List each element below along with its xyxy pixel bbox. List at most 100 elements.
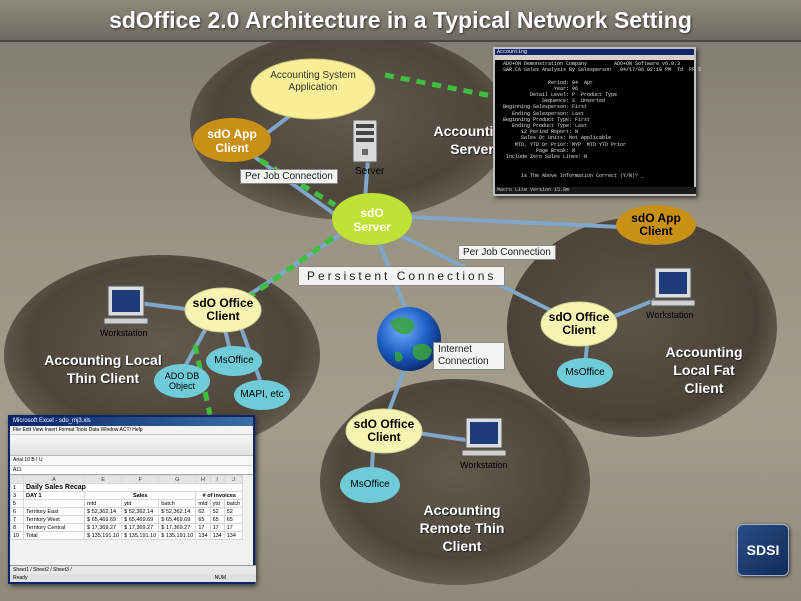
total-cell: 134: [223, 531, 244, 540]
excel-title: Microsoft Excel - sdo_mj3.xls: [10, 417, 253, 426]
data-cell: 52: [209, 507, 225, 516]
link-fat-workstation: [609, 298, 656, 320]
data-cell: 65: [195, 515, 211, 524]
excel-font-bar[interactable]: Arial 10 B I U: [10, 456, 253, 466]
dashed-sdoapp-server: [258, 157, 337, 208]
col-batch: batch: [158, 499, 197, 508]
per-job-connection-label-2: Per Job Connection: [458, 245, 556, 260]
page-title: sdOffice 2.0 Architecture in a Typical N…: [0, 0, 801, 42]
dashed-accounting-dos: [384, 72, 498, 100]
local-thin-client-title: Accounting Local Thin Client: [44, 352, 162, 386]
workstation-remote-caption: Workstation: [460, 460, 508, 470]
data-cell: $ 65,469.69: [83, 515, 123, 524]
col-ytd: ytd: [121, 499, 160, 508]
sdsi-logo: SDSI: [737, 524, 789, 576]
excel-name-box[interactable]: A11: [10, 466, 253, 475]
sdo-app-client-fat-node[interactable]: [616, 205, 696, 245]
table-row: 5 mtd ytd batch mtd ytd batch: [10, 499, 244, 508]
col-batch: batch: [223, 499, 244, 508]
workstation-fat-caption: Workstation: [646, 310, 694, 320]
excel-status-bar: Ready NUM: [10, 574, 256, 582]
sdo-office-client-fat-label: sdO Office Client: [548, 310, 610, 337]
sales-header: Sales: [83, 491, 197, 500]
sdo-office-client-thin-label: sdO Office Client: [192, 296, 254, 323]
link-remote-msoffice: [370, 449, 375, 469]
internet-connection-label: Internet Connection: [433, 342, 505, 370]
remote-thin-client-title: Accounting Remote Thin Client: [419, 502, 505, 554]
msoffice-remote-node[interactable]: [340, 467, 400, 503]
accounting-system-label: Accounting System Application: [270, 70, 356, 93]
workstation-fat-icon: [650, 267, 696, 307]
accounting-server-title: Accounting Server: [433, 123, 511, 157]
total-cell: $ 135,191.10: [121, 531, 160, 540]
day-label: DAY 1: [23, 491, 85, 500]
row-number: 7: [10, 515, 24, 524]
data-cell: 17: [223, 523, 244, 532]
row-number: 6: [10, 507, 24, 516]
data-cell: $ 52,362.14: [158, 507, 197, 516]
sdo-app-client-server-label: sdO App Client: [207, 127, 257, 155]
sdo-office-client-remote-node[interactable]: [345, 408, 423, 454]
data-cell: $ 17,369.27: [158, 523, 197, 532]
sdo-app-client-server-node[interactable]: [193, 118, 271, 162]
ado-db-label: ADO DB Object: [164, 371, 200, 391]
terminal-status: Macro Lite Version 15.0m: [495, 187, 696, 194]
workstation-remote-icon: [461, 417, 507, 457]
col-ytd: ytd: [209, 499, 225, 508]
server-caption: Server: [355, 166, 385, 177]
msoffice-thin-node[interactable]: [206, 346, 262, 376]
data-cell: $ 17,369.27: [83, 523, 123, 532]
link-server-rack: [363, 157, 370, 201]
ado-db-node[interactable]: [154, 364, 210, 398]
total-cell: 134: [195, 531, 211, 540]
msoffice-fat-node[interactable]: [557, 358, 613, 388]
territory-label: Territory West: [23, 515, 85, 524]
data-cell: $ 65,469.69: [158, 515, 197, 524]
sdo-office-client-fat-node[interactable]: [540, 301, 618, 347]
col-mtd: mtd: [195, 499, 211, 508]
total-cell: $ 135,191.10: [158, 531, 197, 540]
excel-status-text: Ready: [13, 575, 28, 581]
excel-toolbar[interactable]: [10, 435, 253, 456]
data-cell: $ 52,362.14: [121, 507, 160, 516]
col-mtd: mtd: [83, 499, 123, 508]
excel-sheet-tabs[interactable]: Sheet1 / Sheet2 / Sheet3 /: [10, 565, 256, 574]
row-number: 8: [10, 523, 24, 532]
terminal-menu-bar: [495, 55, 694, 60]
local-fat-client-title: Accounting Local Fat Client: [665, 344, 743, 396]
sdo-office-client-remote-label: sdO Office Client: [353, 417, 415, 444]
data-cell: 17: [195, 523, 211, 532]
mapi-label: MAPI, etc: [240, 389, 284, 400]
data-cell: 65: [223, 515, 244, 524]
territory-label: Territory Central: [23, 523, 85, 532]
data-cell: 65: [209, 515, 225, 524]
total-label: Total: [23, 531, 85, 540]
accounting-system-node[interactable]: [250, 58, 376, 120]
terminal-title: Accounting: [495, 49, 694, 55]
sdo-app-client-fat-label: sdO App Client: [631, 211, 681, 238]
per-job-connection-label-1: Per Job Connection: [240, 169, 338, 184]
invoices-header: # of invoices: [195, 491, 244, 500]
persistent-connections-label: Persistent Connections: [298, 266, 506, 286]
sdo-office-client-thin-node[interactable]: [184, 287, 262, 333]
workstation-thin-caption: Workstation: [100, 328, 148, 338]
excel-window[interactable]: Microsoft Excel - sdo_mj3.xls File Edit …: [8, 415, 256, 584]
msoffice-fat-label: MsOffice: [565, 367, 605, 378]
sdo-server-node[interactable]: [332, 193, 412, 245]
mapi-node[interactable]: [234, 380, 290, 410]
data-cell: 17: [209, 523, 225, 532]
msoffice-remote-label: MsOffice: [350, 479, 390, 490]
link-server-fatapp: [409, 215, 641, 230]
workstation-thin-icon: [103, 285, 149, 325]
globe-icon: [377, 307, 441, 371]
accounting-terminal-window[interactable]: Accounting ADO+ON Demonstration Company …: [493, 47, 701, 196]
excel-menu[interactable]: File Edit View Insert Format Tools Data …: [10, 426, 253, 435]
